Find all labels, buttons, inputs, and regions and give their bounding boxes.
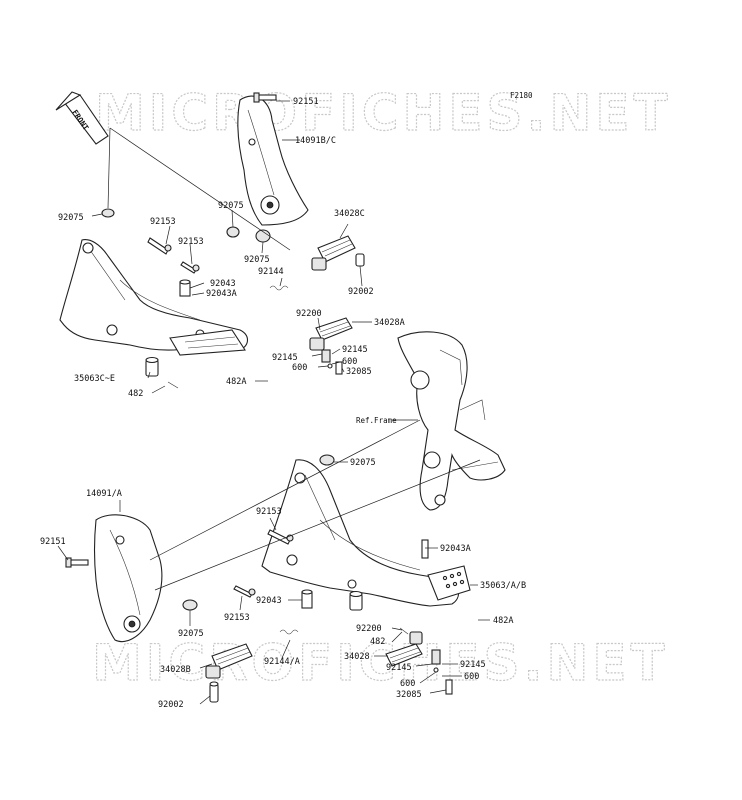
label-leaders: [57, 100, 490, 705]
watermark-bottom: MICROFICHES.NET: [92, 634, 669, 692]
lower-clip-482: [399, 627, 409, 635]
lower-footplate: [427, 565, 471, 601]
lower-spacer-92075-bottom: [182, 599, 198, 611]
label-482a-lower: 482A: [493, 616, 513, 626]
lower-bracket: [261, 459, 460, 607]
label-34028b: 34028B: [160, 665, 191, 675]
lower-spacer-92075-top: [319, 454, 335, 466]
label-14091-a: 14091/A: [86, 489, 122, 499]
lower-pivot-collar: [349, 590, 363, 611]
lower-footpeg-34028: [385, 631, 423, 667]
leader-upper-diag: [109, 127, 291, 251]
diagram-code: F2180: [510, 91, 533, 100]
label-92002-upper: 92002: [348, 287, 374, 297]
label-34028: 34028: [344, 652, 370, 662]
label-92002-lower: 92002: [158, 700, 184, 710]
label-92043a-lower: 92043A: [440, 544, 471, 554]
label-92153-lower-a: 92153: [256, 507, 282, 517]
label-482a-upper: 482A: [226, 377, 246, 387]
lower-pin-92043a: [421, 539, 429, 559]
upper-footpeg-34028c: [311, 235, 356, 271]
label-92075-lower-bottom: 92075: [178, 629, 204, 639]
upper-pivot-collar: [145, 356, 159, 377]
label-92043-upper: 92043: [210, 279, 236, 289]
upper-footpeg-34028a: [309, 317, 353, 351]
label-92075-upper-right: 92075: [244, 255, 270, 265]
label-92144-a: 92144/A: [264, 657, 300, 667]
upper-washer-92145: [321, 349, 333, 369]
upper-clip-482: [167, 381, 179, 389]
label-92144: 92144: [258, 267, 284, 277]
lower-spring-92144a: [279, 629, 299, 635]
label-34028c: 34028C: [334, 209, 365, 219]
front-arrow-icon: FRONT: [55, 91, 109, 145]
label-92151-lower: 92151: [40, 537, 66, 547]
upper-spring-92144: [269, 285, 289, 291]
label-92075-upper-mid: 92075: [218, 201, 244, 211]
label-92043-lower: 92043: [256, 596, 282, 606]
frame-reference: [397, 331, 506, 511]
label-92075-upper-left: 92075: [58, 213, 84, 223]
watermark-top: MICROFICHES.NET: [95, 84, 672, 142]
upper-bolt-92151: [253, 92, 277, 103]
upper-heel-guard: [237, 95, 309, 226]
label-35063c-e: 35063C~E: [74, 374, 115, 384]
lower-washer-92145: [431, 649, 441, 673]
lower-pin-32085: [445, 679, 453, 695]
label-92075-lower-top: 92075: [350, 458, 376, 468]
label-34028a: 34028A: [374, 318, 405, 328]
lower-heel-guard: [93, 514, 163, 643]
label-32085-upper: 32085: [346, 367, 372, 377]
label-482-lower: 482: [370, 637, 385, 647]
label-92153-upper-a: 92153: [150, 217, 176, 227]
leader-lower-diag-2: [154, 459, 481, 591]
lower-pin-92043: [301, 589, 313, 609]
label-600-lower-right: 600: [464, 672, 479, 682]
upper-pin-92043: [179, 279, 191, 297]
upper-bolt-92153-b: [180, 261, 200, 274]
label-92145-lower-left: 92145: [386, 663, 412, 673]
label-92043a-upper: 92043A: [206, 289, 237, 299]
label-35063-a-b: 35063/A/B: [480, 581, 526, 591]
upper-spacer-92075-mid: [226, 226, 240, 238]
lower-bolt-92153-b: [233, 585, 256, 598]
label-482-upper: 482: [128, 389, 143, 399]
lower-pin-92002: [209, 681, 219, 703]
label-92151-upper: 92151: [293, 97, 319, 107]
label-14091b-c: 14091B/C: [295, 136, 336, 146]
label-32085-lower: 32085: [396, 690, 422, 700]
label-600-lower-left: 600: [400, 679, 415, 689]
upper-bracket: [59, 239, 249, 356]
label-92145-upper-right: 92145: [342, 345, 368, 355]
label-92200-upper: 92200: [296, 309, 322, 319]
leader-front: [107, 127, 111, 209]
ref-frame-label: Ref.Frame: [356, 416, 397, 425]
leader-lower-diag: [149, 419, 421, 561]
label-600-upper-right: 600: [342, 357, 357, 367]
lower-footpeg-34028b: [205, 643, 253, 679]
label-92200-lower: 92200: [356, 624, 382, 634]
lower-bolt-92151: [65, 557, 89, 568]
label-92145-lower-right: 92145: [460, 660, 486, 670]
label-600-upper-left: 600: [292, 363, 307, 373]
upper-spacer-92075-left: [101, 208, 115, 218]
label-92153-lower-b: 92153: [224, 613, 250, 623]
label-92145-upper-left: 92145: [272, 353, 298, 363]
upper-bolt-92153-a: [147, 237, 172, 255]
upper-pin-92002: [355, 253, 365, 267]
label-92153-upper-b: 92153: [178, 237, 204, 247]
